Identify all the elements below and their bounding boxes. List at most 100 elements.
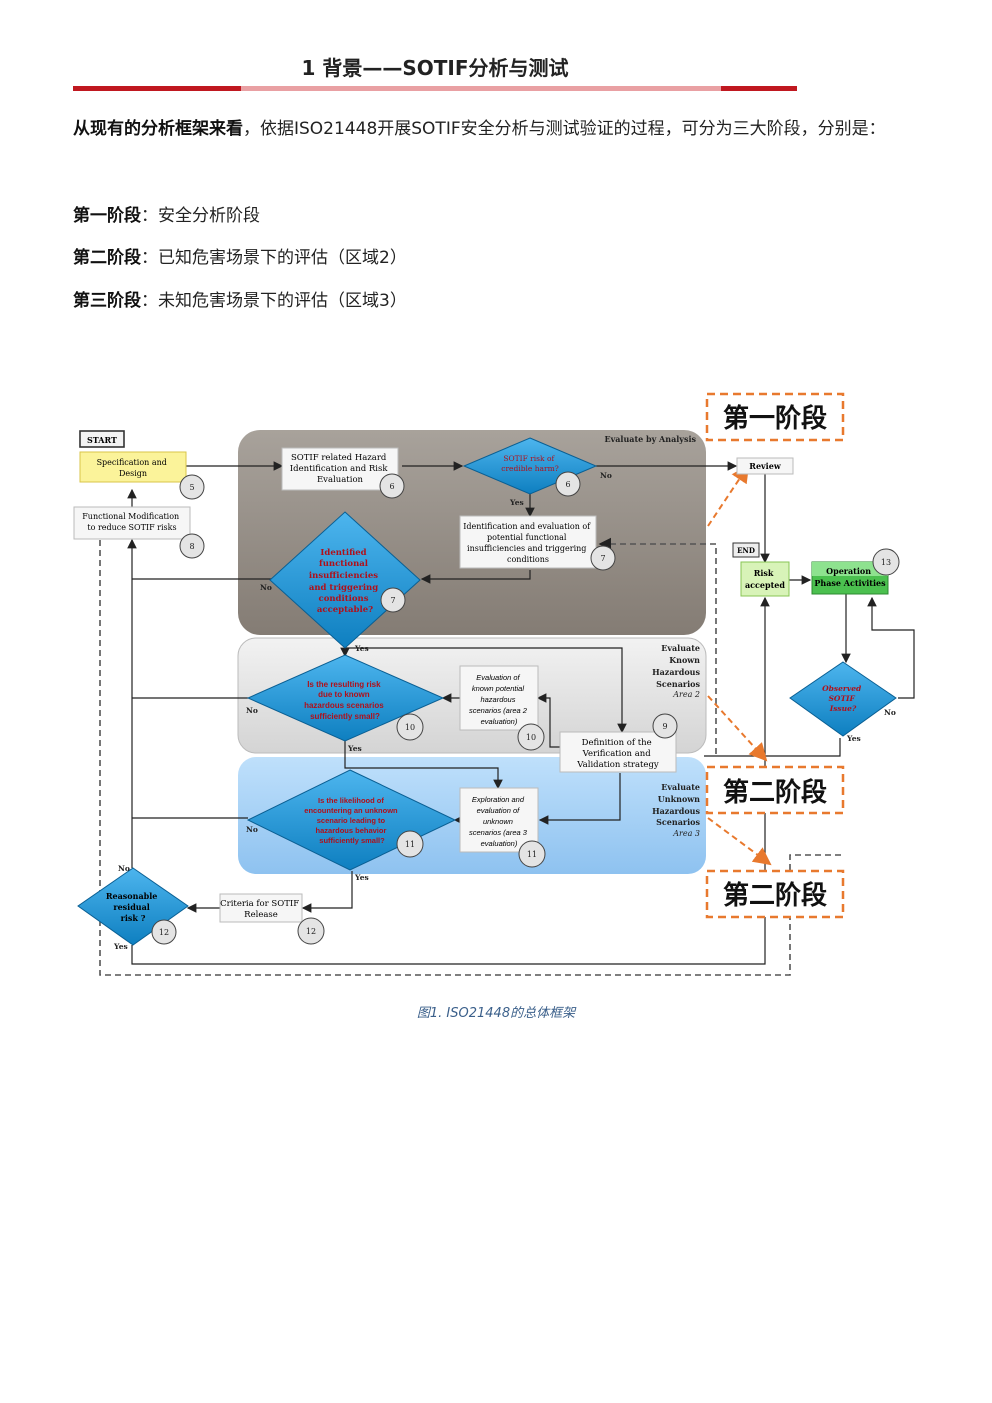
svg-text:7: 7	[600, 554, 605, 563]
callout-arrows	[707, 464, 772, 866]
stage-sep: ：	[141, 291, 158, 311]
page-title: 1 背景——SOTIF分析与测试	[0, 52, 870, 81]
vv-strategy-text: Definition of the Verification and Valid…	[576, 738, 659, 770]
callout-stage-1-text: 第一阶段	[723, 403, 827, 434]
observed-issue-text: Observed SOTIF Issue?	[822, 684, 864, 713]
figure-caption: 图1. ISO21448的总体框架	[416, 1006, 576, 1021]
svg-text:Yes: Yes	[509, 498, 524, 507]
svg-text:9: 9	[662, 722, 667, 731]
svg-text:10: 10	[405, 723, 415, 732]
svg-text:Scenarios: Scenarios	[656, 679, 700, 689]
svg-text:12: 12	[159, 928, 169, 937]
svg-text:No: No	[260, 583, 272, 592]
svg-text:Hazardous: Hazardous	[652, 806, 700, 816]
svg-text:6: 6	[389, 482, 394, 491]
dashed-feedback-lines	[99, 530, 842, 976]
observed-issue-diamond	[789, 661, 897, 737]
stage-sep: ：	[141, 248, 158, 268]
area2-label: Evaluate Known Hazardous Scenarios Area …	[652, 643, 700, 699]
intro-paragraph: 从现有的分析框架来看，依据ISO21448开展SOTIF安全分析与测试验证的过程…	[73, 112, 933, 146]
exploration-unknown-text: Exploration and evaluation of unknown sc…	[469, 795, 529, 848]
title-number: 1	[301, 56, 316, 80]
criteria-release-box	[219, 893, 303, 923]
criteria-release-text: Criteria for SOTIF Release	[220, 899, 302, 920]
intro-bold: 从现有的分析框架来看	[73, 119, 243, 139]
spec-design-text: Specification and Design	[97, 458, 170, 478]
svg-text:5: 5	[189, 483, 194, 492]
functional-modification-box	[73, 506, 191, 540]
review-text: Review	[749, 461, 782, 471]
stage-text: 已知危害场景下的评估（区域2）	[158, 248, 407, 268]
svg-text:12: 12	[306, 927, 316, 936]
area3-label: Evaluate Unknown Hazardous Scenarios Are…	[652, 782, 700, 838]
evaluation-known-text: Evaluation of known potential hazardous …	[469, 673, 529, 726]
hazard-identification-text: SOTIF related Hazard Identification and …	[290, 453, 390, 485]
svg-text:Evaluate: Evaluate	[661, 782, 700, 792]
risk-accepted-text: Risk accepted	[745, 568, 785, 590]
resulting-risk-diamond	[246, 654, 445, 742]
svg-text:Yes: Yes	[846, 734, 861, 743]
end-terminal	[732, 542, 760, 558]
intro-text: ，依据ISO21448开展SOTIF安全分析与测试验证的过程，可分为三大阶段，分…	[243, 119, 886, 139]
svg-text:No: No	[118, 864, 130, 873]
stage-label: 第一阶段	[73, 206, 141, 226]
resulting-risk-text: Is the resulting risk due to known hazar…	[304, 680, 386, 721]
insufficiencies-acceptable-text: Identified functional insufficiencies an…	[309, 548, 381, 615]
start-label: START	[87, 435, 117, 445]
svg-text:Area 2: Area 2	[672, 690, 700, 699]
callout-stage-3-text: 第二阶段	[723, 880, 827, 911]
title-underline-highlight	[241, 86, 721, 91]
decision-labels: No Yes No Yes No Yes No Yes No Yes No Ye…	[113, 471, 896, 951]
svg-text:Evaluate: Evaluate	[661, 643, 700, 653]
evaluation-known-box	[459, 665, 539, 731]
svg-text:Scenarios: Scenarios	[656, 817, 700, 827]
stage-label: 第三阶段	[73, 291, 141, 311]
stage-item-1: 第一阶段：安全分析阶段	[73, 199, 933, 233]
stage-item-3: 第三阶段：未知危害场景下的评估（区域3）	[73, 284, 933, 318]
svg-text:No: No	[246, 825, 258, 834]
stage-text: 未知危害场景下的评估（区域3）	[158, 291, 407, 311]
end-label: END	[737, 546, 755, 555]
area1-label: Evaluate by Analysis	[604, 434, 696, 444]
svg-text:No: No	[600, 471, 612, 480]
operation-phase-text: Operation Phase Activities	[814, 566, 886, 588]
residual-risk-text: Reasonable residual risk ?	[106, 891, 160, 923]
iso21448-flow-diagram: Evaluate by Analysis Evaluate Known Haza…	[70, 385, 930, 985]
credible-harm-text: SOTIF risk of credible harm?	[501, 454, 558, 473]
stage-label: 第二阶段	[73, 248, 141, 268]
callout-stage-2	[705, 765, 845, 815]
identification-text: Identification and evaluation of potenti…	[463, 522, 593, 564]
svg-text:10: 10	[526, 733, 536, 742]
callout-stage-1	[705, 392, 845, 442]
title-underline	[73, 86, 797, 91]
step-number-badges: 5 8 6 6 7 7 10 10 9 11 11 12 12 13	[151, 471, 900, 945]
stage-item-2: 第二阶段：已知危害场景下的评估（区域2）	[73, 241, 933, 275]
title-text: 背景——SOTIF分析与测试	[322, 56, 569, 80]
svg-text:Yes: Yes	[354, 873, 369, 882]
risk-accepted-box	[740, 561, 790, 597]
svg-text:Hazardous: Hazardous	[652, 667, 700, 677]
unknown-likelihood-text: Is the likelihood of encountering an unk…	[304, 796, 399, 845]
svg-text:13: 13	[881, 558, 891, 567]
spec-design-box	[79, 451, 187, 483]
svg-text:Yes: Yes	[113, 942, 128, 951]
svg-text:No: No	[884, 708, 896, 717]
svg-text:No: No	[246, 706, 258, 715]
svg-text:7: 7	[390, 596, 395, 605]
callout-stage-2-text: 第二阶段	[723, 777, 827, 808]
svg-text:Unknown: Unknown	[658, 794, 700, 804]
svg-text:Area 3: Area 3	[672, 829, 700, 838]
svg-text:8: 8	[189, 542, 194, 551]
unknown-likelihood-diamond	[246, 769, 457, 871]
stage-text: 安全分析阶段	[158, 206, 260, 226]
stage-sep: ：	[141, 206, 158, 226]
svg-text:6: 6	[565, 480, 570, 489]
review-box	[736, 457, 794, 475]
svg-text:Yes: Yes	[347, 744, 362, 753]
insufficiencies-acceptable-diamond	[269, 511, 421, 649]
vv-strategy-box	[559, 731, 677, 773]
svg-text:Known: Known	[669, 655, 700, 665]
svg-text:Yes: Yes	[354, 644, 369, 653]
functional-modification-text: Functional Modification to reduce SOTIF …	[82, 512, 182, 532]
hazard-identification-box	[281, 447, 399, 491]
